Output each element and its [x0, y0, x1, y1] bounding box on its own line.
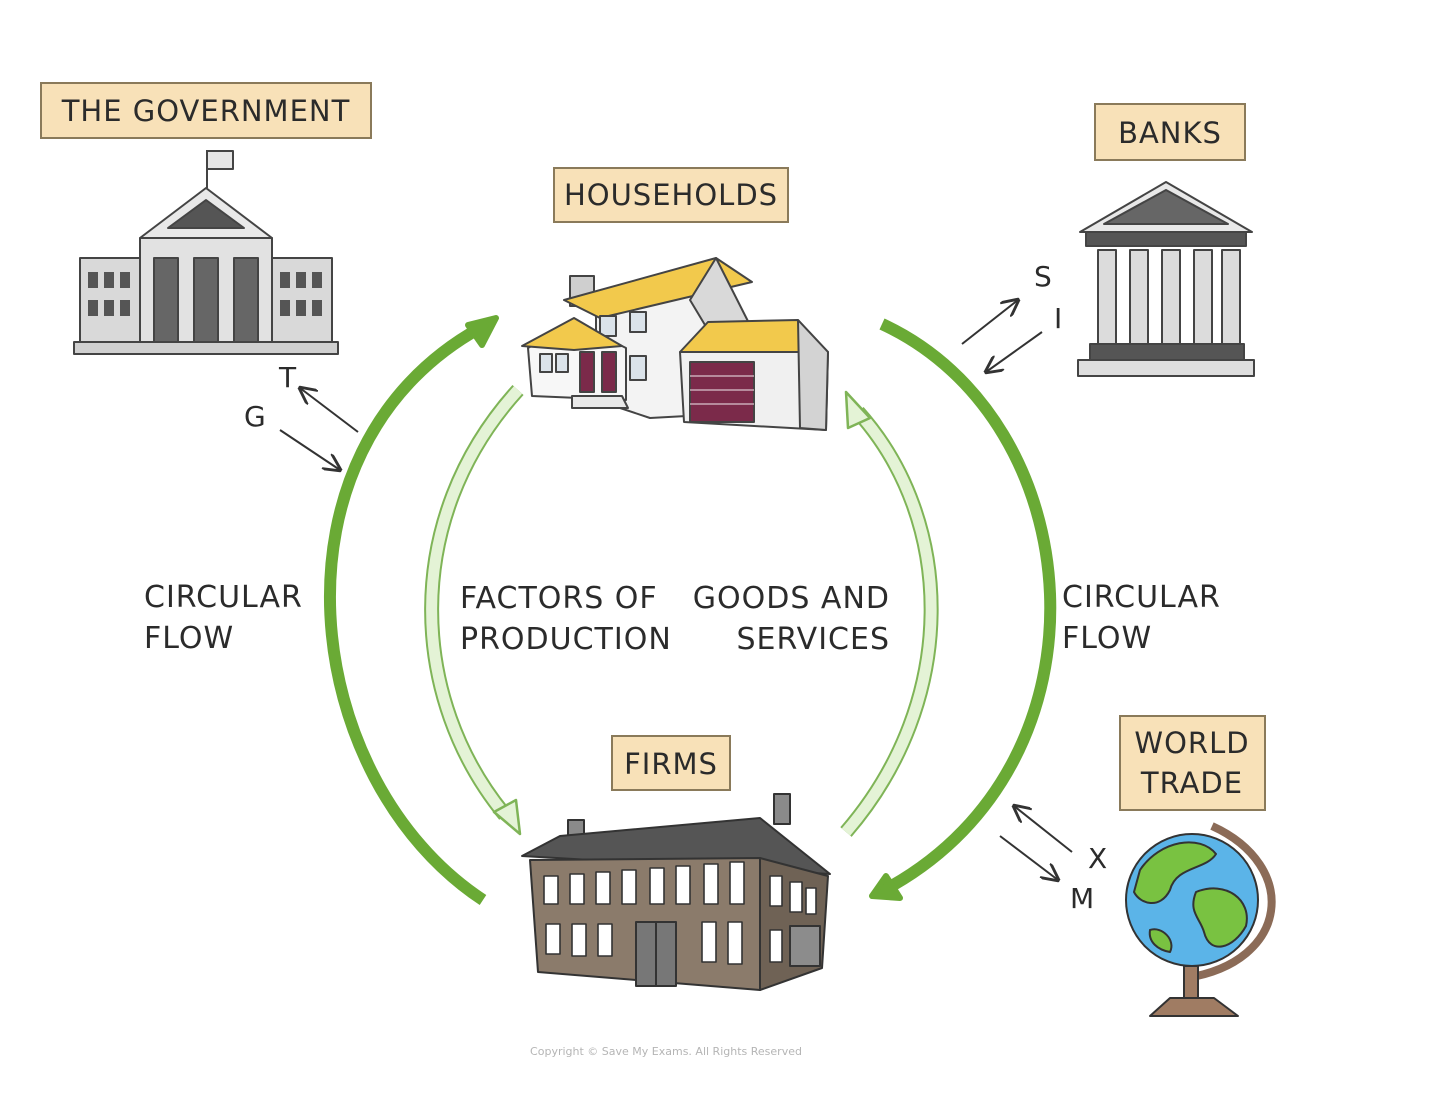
- imports-label: M: [1070, 882, 1094, 915]
- factors-label: FACTORS OF: [460, 581, 658, 616]
- right-circular-flow-text: CIRCULAR FLOW: [1062, 580, 1221, 656]
- factory-building-icon: [521, 793, 831, 991]
- factors-of-production-text: FACTORS OF PRODUCTION: [460, 581, 672, 657]
- right-circular-label: CIRCULAR: [1062, 580, 1221, 615]
- left-flow-label: FLOW: [144, 621, 234, 656]
- gov-spending-label: G: [244, 400, 266, 433]
- banks-label: BANKS: [1118, 116, 1222, 150]
- investment-label: I: [1054, 302, 1062, 335]
- circular-flow-left-arrow: [323, 315, 499, 906]
- government-label-box: THE GOVERNMENT: [40, 82, 372, 139]
- right-flow-label: FLOW: [1062, 621, 1152, 656]
- house-icon: [521, 257, 829, 431]
- government-building-icon: [73, 150, 339, 355]
- banks-label-box: BANKS: [1094, 103, 1246, 161]
- goods-and-services-text: GOODS AND SERVICES: [693, 581, 890, 657]
- households-label-box: HOUSEHOLDS: [553, 167, 789, 223]
- firms-label: FIRMS: [624, 747, 718, 781]
- banks-leakage-arrows: S I: [961, 260, 1062, 372]
- exports-label: X: [1088, 842, 1107, 875]
- bank-building-icon: [1077, 181, 1255, 377]
- world-trade-arrows: X M: [999, 806, 1107, 915]
- goods-and-services-arrow: [840, 390, 939, 837]
- firms-label-box: FIRMS: [611, 735, 731, 791]
- production-label: PRODUCTION: [460, 622, 672, 657]
- copyright-text: Copyright © Save My Exams. All Rights Re…: [530, 1045, 802, 1058]
- services-label: SERVICES: [736, 622, 890, 657]
- factors-of-production-arrow: [424, 384, 524, 836]
- trade-label: TRADE: [1140, 766, 1243, 800]
- world-label: WORLD: [1134, 726, 1249, 760]
- world-trade-label-box: WORLD TRADE: [1119, 715, 1266, 811]
- goods-label: GOODS AND: [693, 581, 890, 616]
- left-circular-flow-text: CIRCULAR FLOW: [144, 580, 303, 656]
- savings-label: S: [1034, 260, 1052, 293]
- globe-icon: [1125, 822, 1276, 1017]
- households-label: HOUSEHOLDS: [564, 178, 778, 212]
- left-circular-label: CIRCULAR: [144, 580, 303, 615]
- tax-label: T: [278, 361, 297, 394]
- circular-flow-right-arrow: [869, 318, 1057, 901]
- government-label: THE GOVERNMENT: [61, 94, 351, 128]
- government-leakage-arrows: T G: [244, 361, 359, 470]
